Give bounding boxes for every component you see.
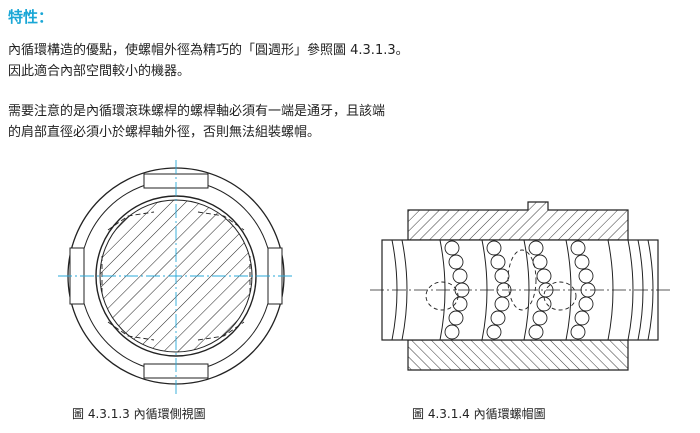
nut-view-caption: 圖 4.3.1.4 內循環螺帽圖 [412,407,546,421]
paragraph-line: 的肩部直徑必須小於螺桿軸外徑，否則無法組裝螺帽。 [8,125,321,140]
paragraph-caution: 需要注意的是內循環滾珠螺桿的螺桿軸必須有一端是通牙，且該端 的肩部直徑必須小於螺… [8,101,385,143]
nut-view-drawing [370,201,670,371]
paragraph-line: 因此適合內部空間較小的機器。 [8,64,191,79]
paragraph-advantage: 內循環構造的優點，使螺帽外徑為精巧的「圓週形」參照圖 4.3.1.3。 因此適合… [8,40,409,82]
paragraph-line: 內循環構造的優點，使螺帽外徑為精巧的「圓週形」參照圖 4.3.1.3。 [8,43,409,58]
nut-view-figure [370,200,670,380]
section-heading: 特性： [8,8,54,26]
side-view-drawing [58,160,294,396]
paragraph-line: 需要注意的是內循環滾珠螺桿的螺桿軸必須有一端是通牙，且該端 [8,104,386,119]
side-view-caption: 圖 4.3.1.3 內循環側視圖 [72,407,206,421]
side-view-figure [58,160,294,396]
